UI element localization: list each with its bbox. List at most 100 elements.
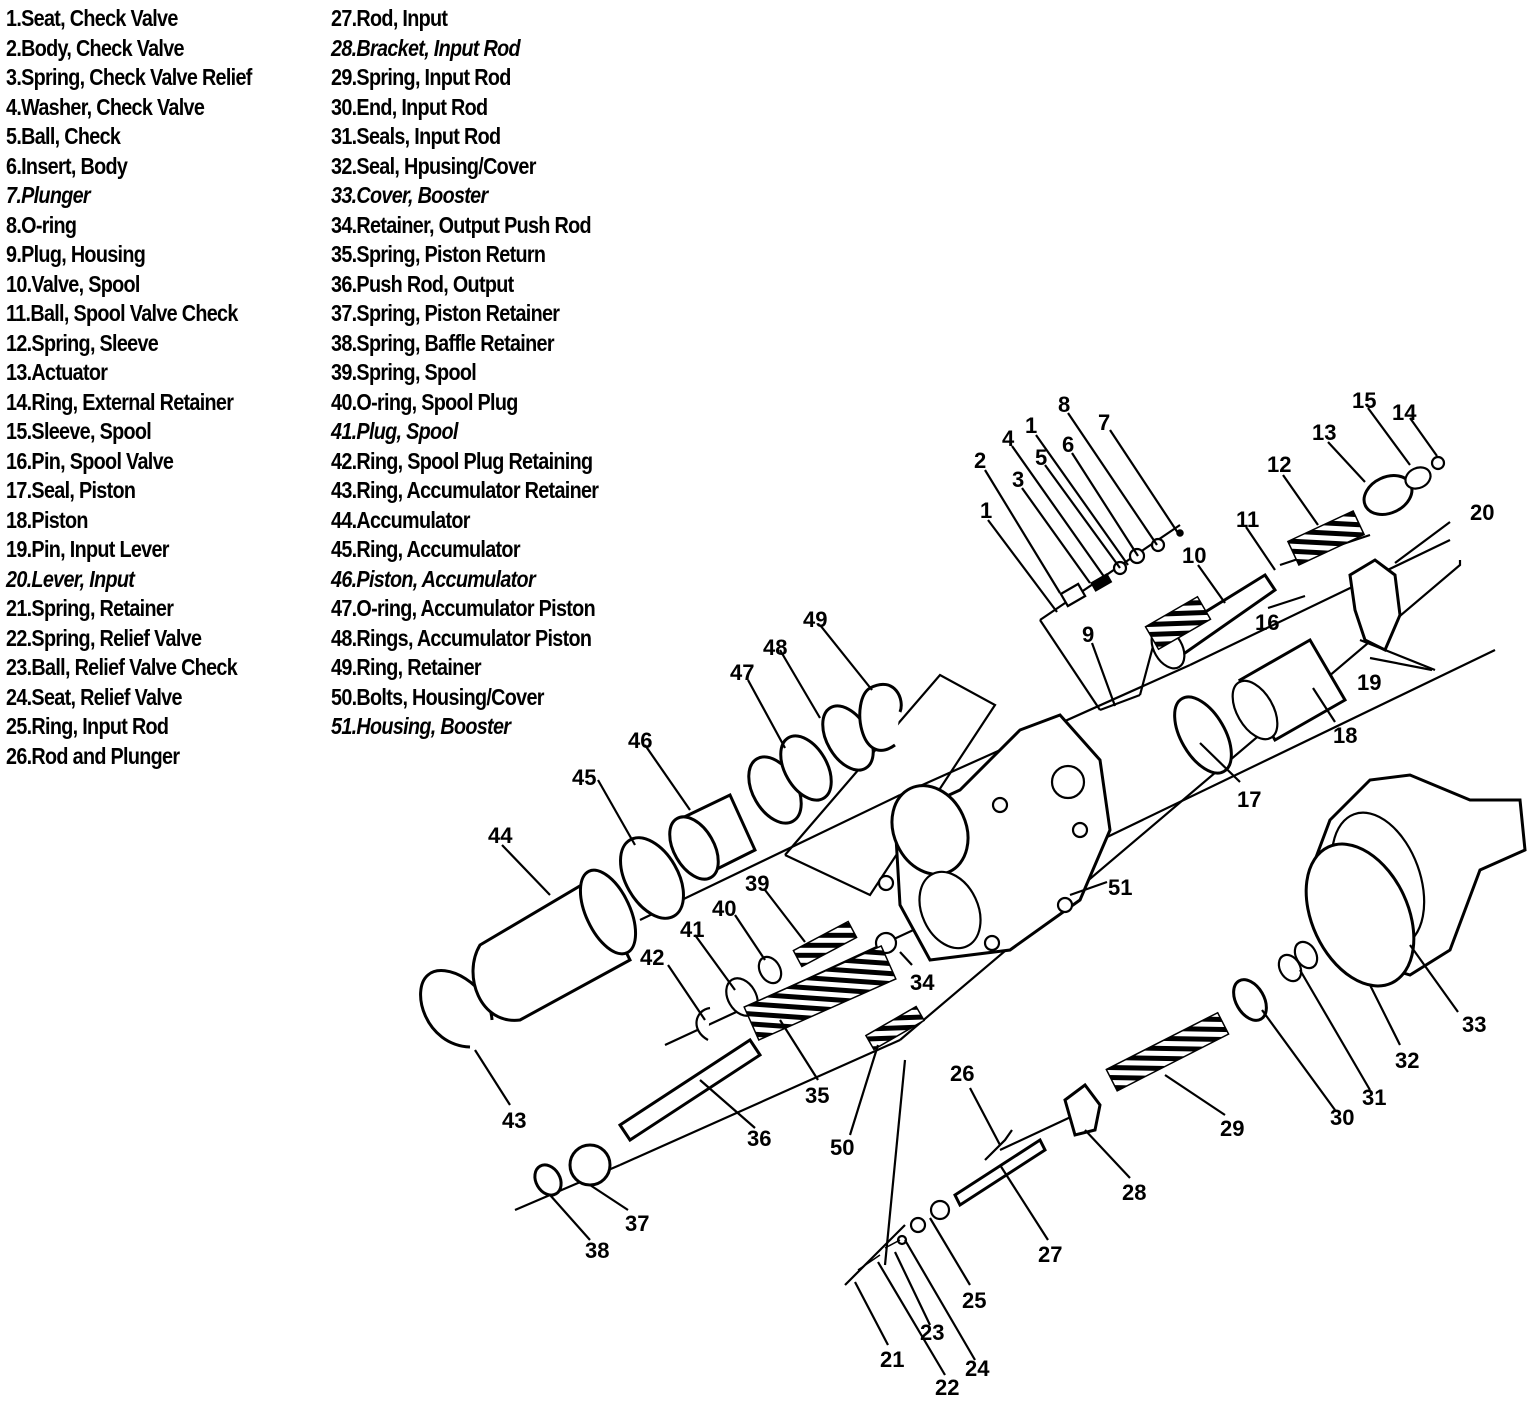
parts-legend-left: 1.Seat, Check Valve 2.Body, Check Valve 3.… [6, 4, 252, 771]
legend-item: 2.Body, Check Valve [6, 34, 185, 61]
callout-2: 2 [974, 448, 986, 473]
callout-42: 42 [640, 945, 664, 970]
legend-item: 43.Ring, Accumulator Retainer [331, 477, 599, 503]
callout-30: 30 [1330, 1105, 1354, 1130]
housing-cover-seal [1304, 842, 1416, 988]
legend-item: 25.Ring, Input Rod [6, 713, 169, 739]
legend-item: 15.Sleeve, Spool [6, 418, 152, 444]
input-rod [953, 1137, 1047, 1208]
legend-item: 21.Spring, Retainer [6, 595, 174, 621]
legend-item: 33.Cover, Booster [331, 182, 488, 208]
callout-44: 44 [488, 823, 513, 848]
legend-item: 22.Spring, Relief Valve [6, 624, 202, 651]
input-rod-bracket [1063, 1082, 1102, 1137]
spool-plug-retaining-ring [695, 1006, 711, 1041]
legend-item: 8.O-ring [6, 211, 77, 238]
callout-1a: 1 [980, 498, 992, 523]
callout-38: 38 [585, 1238, 609, 1263]
accumulator-piston-rings-a [779, 734, 833, 802]
legend-item: 5.Ball, Check [6, 123, 121, 149]
legend-item: 19.Pin, Input Lever [6, 536, 169, 562]
legend-item: 12.Spring, Sleeve [6, 329, 159, 356]
legend-item: 10.Valve, Spool [6, 270, 140, 297]
callout-12: 12 [1267, 452, 1291, 477]
callout-13: 13 [1312, 420, 1336, 445]
callout-35: 35 [805, 1083, 829, 1108]
legend-item: 35.Spring, Piston Return [331, 241, 546, 267]
check-valve-relief-spring [1090, 573, 1113, 592]
callout-40: 40 [712, 896, 736, 921]
callout-15: 15 [1352, 388, 1376, 413]
callout-43: 43 [502, 1108, 526, 1133]
callout-11: 11 [1236, 507, 1259, 532]
legend-item: 48.Rings, Accumulator Piston [331, 624, 592, 651]
components [419, 455, 1527, 1271]
sleeve-spring [1286, 510, 1366, 566]
spool-sleeve [1404, 466, 1432, 490]
legend-item: 27.Rod, Input [331, 5, 448, 31]
callout-leaders [474, 407, 1459, 1376]
legend-item: 30.End, Input Rod [331, 93, 488, 120]
input-lever [1348, 558, 1402, 653]
external-retainer-ring [1430, 455, 1446, 471]
piston-retainer-spring [568, 1143, 612, 1187]
callout-20: 20 [1470, 500, 1494, 525]
callout-49: 49 [803, 607, 827, 632]
legend-item: 4.Washer, Check Valve [6, 93, 205, 120]
callout-34: 34 [910, 970, 935, 995]
input-rod-spring [1105, 1011, 1230, 1092]
piston-seal [1173, 695, 1233, 775]
legend-item: 26.Rod and Plunger [6, 742, 180, 769]
piston-return-spring [743, 945, 897, 1041]
callout-41: 41 [680, 917, 704, 942]
accumulator-ring [619, 836, 685, 920]
legend-item: 31.Seals, Input Rod [331, 123, 501, 149]
callout-28: 28 [1122, 1180, 1146, 1205]
legend-item: 9.Plug, Housing [6, 241, 146, 267]
legend-item: 40.O-ring, Spool Plug [331, 388, 518, 415]
legend-item: 20.Lever, Input [6, 565, 135, 592]
legend-item: 47.O-ring, Accumulator Piston [331, 595, 596, 621]
legend-item: 16.Pin, Spool Valve [6, 447, 174, 474]
input-rod-ring [929, 1199, 951, 1221]
spool-valve-coil [1144, 595, 1212, 651]
spool-plug-o-ring [757, 955, 783, 985]
callout-21: 21 [880, 1347, 904, 1372]
callout-6: 6 [1062, 432, 1074, 457]
legend-item: 49.Ring, Retainer [331, 654, 482, 680]
legend-item: 32.Seal, Hpusing/Cover [331, 152, 536, 179]
callout-19: 19 [1357, 670, 1381, 695]
callout-27: 27 [1038, 1242, 1062, 1267]
housing-cover-bolts [864, 1005, 926, 1051]
legend-item: 17.Seal, Piston [6, 477, 136, 503]
legend-item: 1.Seat, Check Valve [6, 5, 178, 31]
legend-item: 3.Spring, Check Valve Relief [6, 64, 252, 90]
callout-45: 45 [572, 765, 596, 790]
rod-and-plunger [984, 1129, 1013, 1161]
legend-item: 6.Insert, Body [6, 152, 128, 179]
callout-9: 9 [1082, 622, 1094, 647]
legend-item: 34.Retainer, Output Push Rod [331, 211, 592, 238]
callout-14: 14 [1392, 400, 1417, 425]
callout-5: 5 [1035, 445, 1047, 470]
legend-item: 38.Spring, Baffle Retainer [331, 329, 555, 356]
legend-item: 41.Plug, Spool [331, 418, 458, 444]
callout-1b: 1 [1025, 413, 1037, 438]
callout-10: 10 [1182, 543, 1206, 568]
legend-item: 13.Actuator [6, 359, 108, 385]
callout-22: 22 [935, 1375, 959, 1400]
legend-item: 23.Ball, Relief Valve Check [6, 654, 238, 680]
legend-item: 44.Accumulator [331, 506, 470, 533]
callout-32: 32 [1395, 1048, 1419, 1073]
callout-25: 25 [962, 1288, 986, 1313]
callout-16: 16 [1255, 610, 1279, 635]
callout-23: 23 [920, 1320, 944, 1345]
legend-item: 18.Piston [6, 506, 88, 533]
callout-36: 36 [747, 1126, 771, 1151]
legend-item: 51.Housing, Booster [331, 713, 511, 739]
callout-33: 33 [1462, 1012, 1486, 1037]
legend-item: 42.Ring, Spool Plug Retaining [331, 447, 593, 474]
check-valve-body [1059, 582, 1087, 608]
callout-48: 48 [763, 635, 787, 660]
